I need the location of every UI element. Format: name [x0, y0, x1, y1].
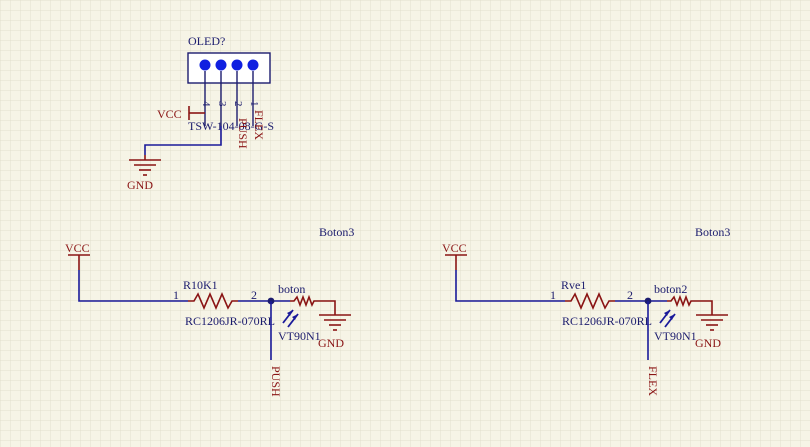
button-circuit-left: Boton3 VCC 1 R10K1 RC1206JR-070RL 2 PUSH…	[65, 225, 354, 397]
connector-body	[187, 52, 271, 84]
vcc-label: VCC	[157, 107, 182, 121]
arrow-head	[664, 310, 670, 316]
switch-name: boton	[278, 282, 305, 296]
gnd-symbol-right[interactable]: GND	[695, 314, 728, 350]
net-label-push: PUSH	[269, 366, 283, 397]
gnd-label: GND	[318, 336, 344, 350]
gnd-label: GND	[695, 336, 721, 350]
sheet-label-right: Boton3	[695, 225, 730, 239]
connector-pin-dots	[199, 59, 259, 71]
pin-number: 1	[248, 101, 260, 107]
pin-dot	[247, 59, 259, 71]
resistor-pin1-number: 1	[550, 288, 556, 302]
net-label-flex: FLEX	[646, 366, 660, 396]
resistor-name: Rve1	[561, 278, 586, 292]
resistor-right[interactable]: Rve1 RC1206JR-070RL	[561, 278, 652, 328]
button-circuit-right: Boton3 VCC 1 Rve1 RC1206JR-070RL 2 FLEX …	[442, 225, 730, 396]
wire-vcc-to-resistor	[455, 270, 565, 302]
connector-vcc-port[interactable]: VCC	[157, 106, 205, 121]
pin-dot	[199, 59, 211, 71]
resistor-left[interactable]: R10K1 RC1206JR-070RL	[183, 278, 275, 328]
net-label-flex: FLEX	[252, 110, 266, 140]
pin-dot	[215, 59, 227, 71]
pin-dot	[231, 59, 243, 71]
connector-part-number: TSW-104-08-G-S	[188, 119, 274, 133]
pin-number: 3	[216, 101, 228, 107]
switch-element	[290, 294, 336, 315]
sheet-label-left: Boton3	[319, 225, 354, 239]
switch-name: boton2	[654, 282, 687, 296]
switch-part: VT90N1	[654, 329, 697, 343]
resistor-pin2-number: 2	[251, 288, 257, 302]
vcc-port-right[interactable]: VCC	[442, 241, 467, 270]
vcc-port-left[interactable]: VCC	[65, 241, 90, 270]
resistor-zigzag	[565, 291, 615, 311]
resistor-part: RC1206JR-070RL	[562, 314, 652, 328]
arrow-head	[292, 314, 298, 320]
resistor-name: R10K1	[183, 278, 218, 292]
pin-number: 4	[200, 101, 212, 107]
net-label-push: PUSH	[236, 118, 250, 149]
gnd-symbol-left[interactable]: GND	[318, 314, 351, 350]
vcc-label: VCC	[65, 241, 90, 255]
wire-vcc-to-resistor	[78, 270, 188, 302]
connector-designator: OLED?	[188, 34, 225, 48]
connector-gnd-symbol[interactable]: GND	[127, 155, 161, 192]
gnd-label: GND	[127, 178, 153, 192]
arrow-head	[287, 310, 293, 316]
resistor-part: RC1206JR-070RL	[185, 314, 275, 328]
resistor-pin2-number: 2	[627, 288, 633, 302]
gnd-wire	[144, 126, 222, 155]
switch-left[interactable]: boton VT90N1	[278, 282, 336, 343]
switch-part: VT90N1	[278, 329, 321, 343]
switch-element	[667, 294, 713, 315]
switch-right[interactable]: boton2 VT90N1	[654, 282, 713, 343]
resistor-pin1-number: 1	[173, 288, 179, 302]
resistor-zigzag	[188, 291, 238, 311]
arrow-head	[669, 314, 675, 320]
pin-number: 2	[232, 101, 244, 107]
vcc-label: VCC	[442, 241, 467, 255]
oled-connector[interactable]: OLED? 4 3 2 1 TSW-104-08-G-S PUSH FLEX	[187, 34, 274, 149]
